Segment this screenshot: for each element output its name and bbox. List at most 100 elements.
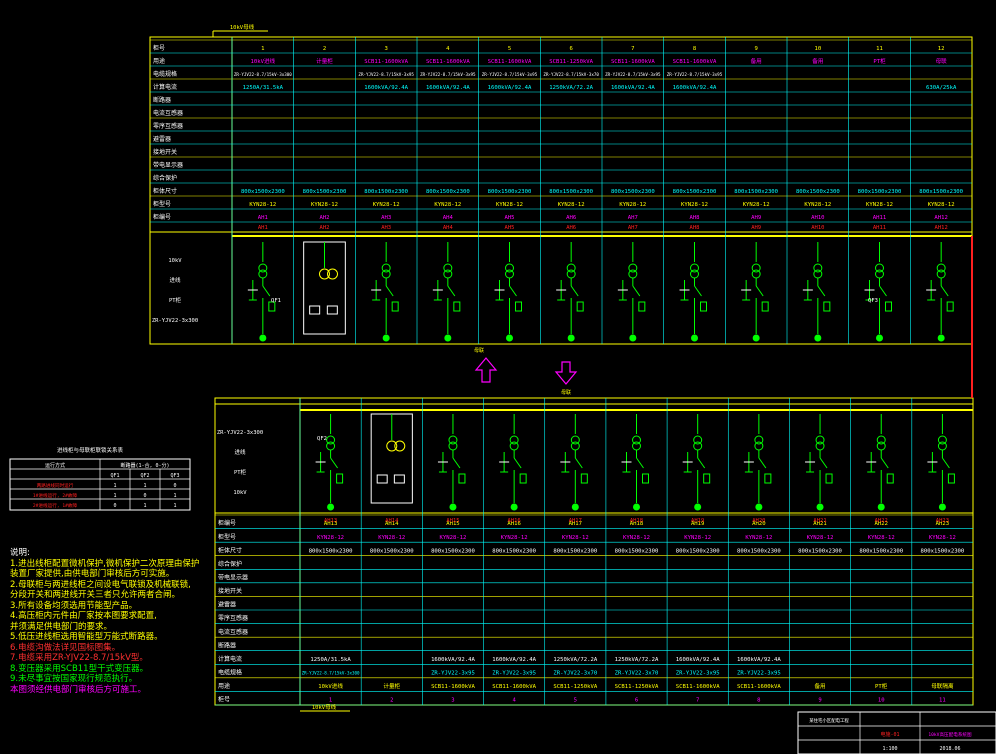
top-switchgear-panel: 柜号用途电缆规格计算电流断路器电流互感器零序互感器避雷器接地开关带电显示器综合保… [149, 36, 973, 345]
cabinet-name-tag: AH23 [936, 518, 949, 524]
surge-arrester-symbol [268, 301, 276, 312]
metering-circuit-symbol [303, 241, 346, 335]
cabinet-name-tag: AH21 [813, 518, 826, 524]
row-label: 用途 [153, 57, 165, 65]
cabinet-cell-value: AH5 [504, 215, 514, 221]
cabinet-cell-value: AH6 [566, 215, 576, 221]
note-line: 5.低压进线柜选用智能型万能式断路器。 [10, 632, 163, 642]
cabinet-cell-value: AH15 [446, 521, 459, 527]
feeder-circuit-symbol [437, 414, 466, 511]
cabinet-cell-value: 800x1500x2300 [364, 189, 408, 195]
ct-coil-symbol [937, 435, 947, 445]
breaker-contact-symbol [447, 285, 456, 297]
ct-coil-symbol [813, 263, 823, 273]
cabinet-cell-value: 1600kVA/92.4A [611, 85, 655, 91]
cabinet-cell-value: 800x1500x2300 [615, 548, 659, 554]
row-label: 断路器 [153, 96, 171, 104]
cabinet-cell-value: 800x1500x2300 [426, 189, 470, 195]
cabinet-cell-value: AH13 [324, 521, 337, 527]
breaker-contact-symbol [452, 457, 461, 469]
cabinet-cell-value: SCB11-1600kVA [611, 59, 655, 65]
note-line: 4.高压柜内元件由厂家按本图要求配置, [10, 611, 157, 621]
row-label: 断路器 [218, 641, 236, 649]
cabinet-cell-value: 6 [635, 698, 638, 704]
cabinet-name-tag: AH3 [381, 225, 391, 231]
cabinet-cell-value: ZR-YJV22-8.7/15kV-3x95 [482, 72, 538, 77]
row-label: 计算电流 [218, 655, 242, 663]
row-label: 柜型号 [153, 200, 171, 208]
row-label: 电缆规格 [153, 70, 177, 78]
breaker-contact-symbol [697, 457, 706, 469]
cable-terminal-symbol [633, 503, 640, 511]
interlock-value: 1 [173, 503, 176, 509]
row-label: 避雷器 [218, 601, 236, 609]
cabinet-cell-value: KYN28-12 [681, 202, 708, 208]
row-label: 接地开关 [153, 148, 177, 156]
cabinet-cell-value: ZR-YJV22-8.7/15kV-3x95 [420, 72, 476, 77]
feeder-circuit-symbol [617, 242, 646, 342]
breaker-contact-symbol [574, 457, 583, 469]
cabinet-cell-value: KYN28-12 [804, 202, 831, 208]
notes-block: 说明: 1.进出线柜配置微机保护,微机保护二次原理由保护 装置厂家提供,由供电部… [10, 548, 210, 695]
cabinet-cell-value: 11 [939, 698, 946, 704]
cable-terminal-symbol [877, 503, 885, 511]
cabinet-cell-value: 1 [261, 46, 264, 52]
surge-arrester-symbol [391, 301, 399, 312]
cabinet-cell-value: PT柜 [873, 57, 886, 65]
cabinet-name-tag: AH4 [443, 225, 454, 231]
cable-terminal-symbol [327, 503, 335, 511]
interlock-mode: 2#进线运行, 1#故障 [33, 502, 78, 509]
cable-terminal-symbol [629, 334, 637, 342]
cabinet-cell-value: ZR-YJV22-8.7/15kV-3x95 [667, 72, 723, 77]
cabinet-cell-value: KYN28-12 [317, 535, 344, 541]
breaker-contact-symbol [570, 285, 579, 297]
surge-arrester-symbol [885, 301, 892, 312]
ct-coil-symbol [690, 263, 699, 273]
pt-symbol [319, 268, 330, 280]
bus-tag-top: 10kV母线 [212, 23, 268, 37]
cabinet-column: 5SCB11-1600kVAZR-YJV22-8.7/15kV-3x951600… [478, 37, 538, 344]
note-line: 并须满足供电部门的要求。 [10, 621, 113, 632]
cabinet-cell-value: AH10 [811, 215, 824, 221]
cabinet-cell-value: 4 [446, 46, 450, 52]
surge-arrester-symbol [638, 301, 646, 312]
cabinet-name-tag: AH6 [566, 225, 576, 231]
ct-coil-symbol [509, 435, 519, 445]
row-label: 避雷器 [153, 135, 171, 143]
cabinet-cell-value: 1250kVA/72.2A [549, 85, 593, 91]
row-label: 柜号 [218, 696, 230, 704]
left-annotation: ZR-YJV22-3x300 [217, 430, 263, 436]
breaker-contact-symbol [941, 457, 950, 469]
cabinet-cell-value: AH2 [319, 215, 329, 221]
cabinet-cell-value: KYN28-12 [378, 535, 405, 541]
ct-coil-symbol [754, 441, 764, 451]
row-label: 柜号 [153, 44, 165, 52]
cabinet-name-tag: AH11 [873, 225, 886, 231]
cabinet-cell-value: 800x1500x2300 [859, 548, 903, 554]
cabinet-name-tag: AH20 [752, 518, 765, 524]
cabinet-name-tag: AH8 [690, 225, 700, 231]
ct-coil-symbol [628, 269, 638, 279]
ct-coil-symbol [326, 435, 336, 445]
cabinet-cell-value: 800x1500x2300 [370, 548, 414, 554]
row-label: 零序互感器 [153, 122, 183, 130]
cabinet-cell-value: 2 [390, 698, 393, 704]
cabinet-cell-value: SCB11-1600kVA [673, 59, 717, 65]
cabinet-cell-value: KYN28-12 [745, 535, 772, 541]
cabinet-cell-value: 800x1500x2300 [553, 548, 597, 554]
cabinet-cell-value: 7 [696, 698, 699, 704]
cabinet-cell-value: 800x1500x2300 [549, 189, 593, 195]
interlock-value: 0 [173, 483, 176, 489]
breaker-contact-symbol [758, 457, 767, 469]
cable-terminal-symbol [506, 334, 513, 342]
interlock-mode: 1#进线运行, 2#故障 [33, 492, 78, 499]
cabinet-name-tag: AH18 [630, 518, 643, 524]
cable-terminal-symbol [567, 334, 575, 342]
cabinet-cell-value: KYN28-12 [928, 202, 955, 208]
cabinet-column: 3SCB11-1600kVAZR-YJV22-8.7/15kV-3x951600… [355, 37, 414, 344]
breaker-contact-symbol [509, 285, 517, 297]
